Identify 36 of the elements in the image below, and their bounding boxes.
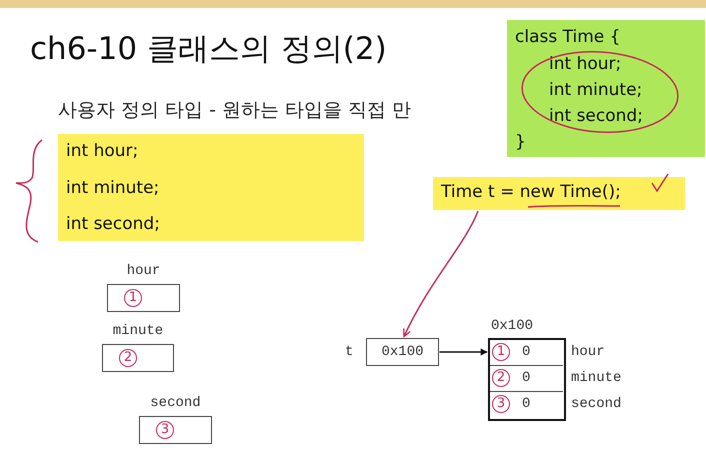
code-line: int hour; (549, 54, 622, 74)
value-text: 0 (522, 396, 530, 412)
handwritten-number: 3 (156, 421, 174, 439)
variable-name: hour (126, 263, 162, 279)
field-name: minute (571, 370, 622, 386)
value-text: 0 (522, 370, 530, 386)
code-line: } (515, 132, 526, 152)
hand-drawn-arrow (403, 210, 479, 338)
variable-name: t (345, 344, 354, 360)
code-line: class Time { (515, 27, 620, 47)
address-label: 0x100 (491, 318, 534, 334)
slide-title: ch6-10 클래스의 정의(2) (30, 30, 387, 69)
code-line: int second; (549, 106, 643, 126)
highlight-box (58, 134, 364, 241)
variable-name: second (149, 395, 202, 411)
handwritten-number: 2 (119, 349, 137, 367)
code-line: int hour; (66, 141, 138, 161)
code-box (507, 20, 705, 157)
highlight-box (433, 177, 685, 210)
value-text: 0 (522, 344, 530, 360)
handwritten-number: 3 (492, 395, 510, 413)
handwritten-number: 1 (124, 289, 142, 307)
code-line: Time t = new Time(); (441, 182, 621, 202)
code-line: int minute; (549, 80, 642, 100)
field-name: hour (571, 344, 605, 360)
subtitle: 사용자 정의 타입 - 원하는 타입을 직접 만 (58, 98, 412, 123)
code-line: int second; (66, 214, 160, 234)
field-cell (490, 366, 563, 392)
handwritten-number: 2 (492, 369, 510, 387)
variable-name: minute (112, 323, 164, 339)
handwritten-number: 1 (492, 343, 510, 361)
arrow (440, 348, 488, 356)
code-line: int minute; (66, 178, 160, 198)
field-cell (490, 340, 563, 366)
field-name: second (571, 396, 622, 412)
address-value: 0x100 (380, 344, 424, 360)
